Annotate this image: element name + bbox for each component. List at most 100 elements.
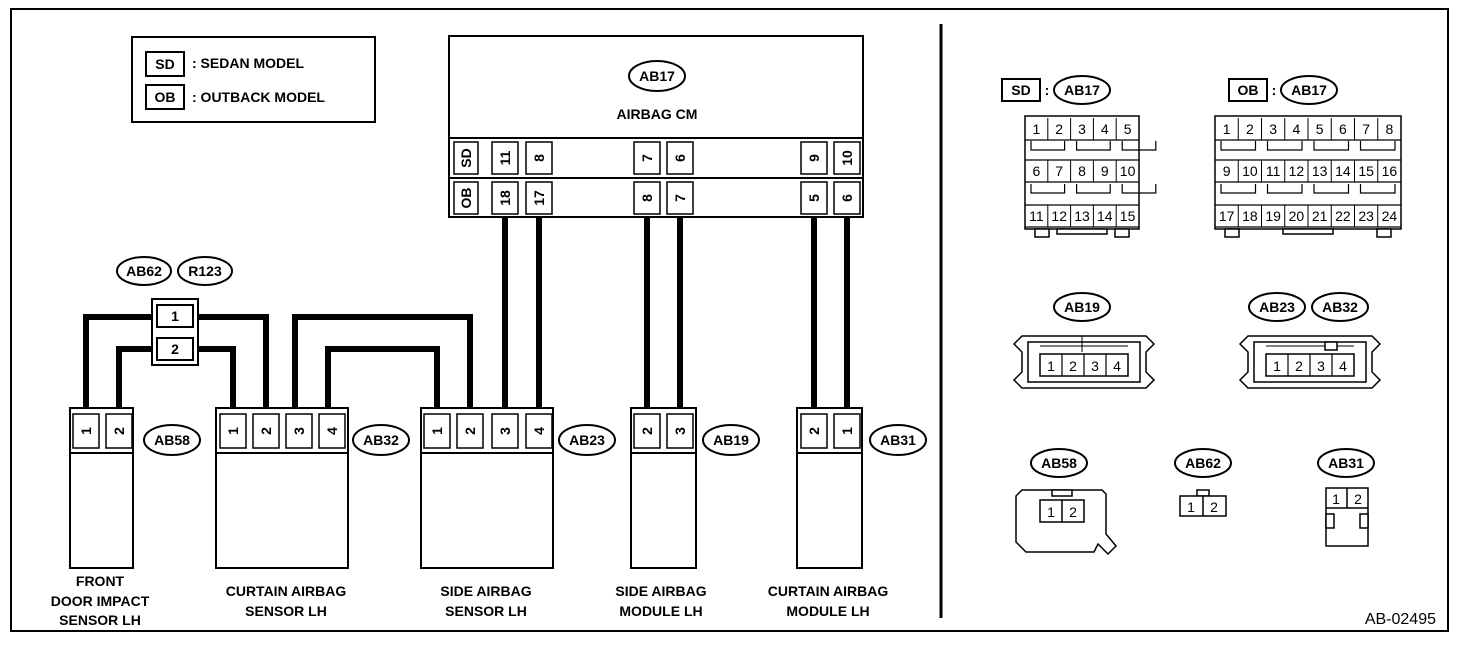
ob-grid-pin: 3 xyxy=(1269,121,1277,137)
sd-row-label: SD xyxy=(458,148,474,167)
legend-sd-text: : SEDAN MODEL xyxy=(192,55,304,71)
legend-sd-tag: SD xyxy=(155,56,174,72)
cm-ob-pin: 5 xyxy=(806,194,822,202)
wire-ab23-2-ab32-3 xyxy=(292,314,473,410)
sd-grid-pin: 5 xyxy=(1124,121,1132,137)
ob-grid-pin: 22 xyxy=(1335,208,1351,224)
legend-ob-tag: OB xyxy=(155,89,176,105)
view-sd-connector: AB17 xyxy=(1064,82,1100,98)
ob-grid-pin: 18 xyxy=(1242,208,1258,224)
ob-row-label: OB xyxy=(458,188,474,209)
view-ab23-connector: AB23 xyxy=(1259,299,1295,315)
ab19-face-pin: 3 xyxy=(1091,358,1099,374)
ab58-label-line: SENSOR LH xyxy=(59,612,141,628)
ob-grid-pin: 9 xyxy=(1223,163,1231,179)
ob-grid-pin: 1 xyxy=(1223,121,1231,137)
sd-grid-pin: 4 xyxy=(1101,121,1109,137)
legend-ob-tag-box xyxy=(145,84,185,110)
ab31-connector-id: AB31 xyxy=(880,432,916,448)
cm-sd-pin: 7 xyxy=(639,154,655,162)
ob-grid-pin: 10 xyxy=(1242,163,1258,179)
ab23_ab32-face-pin: 1 xyxy=(1273,358,1281,374)
ab32-pin: 2 xyxy=(258,427,274,435)
ab19-label-line: SIDE AIRBAG xyxy=(615,583,706,599)
ab58-pin: 1 xyxy=(78,427,94,435)
ab19-pin: 2 xyxy=(639,427,655,435)
joint-connector: AB62 R123 1 2 xyxy=(116,256,233,366)
joint-connector-r123: R123 xyxy=(188,263,222,279)
sd-grid-pin: 8 xyxy=(1078,163,1086,179)
ab23_ab32-face-pin: 4 xyxy=(1339,358,1347,374)
ab19-face-pin: 4 xyxy=(1113,358,1121,374)
wire-ab23-1-ab32-4 xyxy=(325,346,440,410)
ab19-pin: 3 xyxy=(672,427,688,435)
ab32-label-line: CURTAIN AIRBAG xyxy=(226,583,347,599)
ab31-label-line: CURTAIN AIRBAG xyxy=(768,583,889,599)
cm-ob-pin: 8 xyxy=(639,194,655,202)
ob-grid-pin: 17 xyxy=(1219,208,1235,224)
ab32-connector-id: AB32 xyxy=(363,432,399,448)
sd-grid-pin: 1 xyxy=(1033,121,1041,137)
cm-ob-pin: 7 xyxy=(672,194,688,202)
ob-grid-pin: 6 xyxy=(1339,121,1347,137)
legend: SD : SEDAN MODEL OB : OUTBACK MODEL xyxy=(131,36,376,123)
airbag-cm-connector: AB17 xyxy=(639,68,675,84)
ob-grid-pin: 14 xyxy=(1335,163,1351,179)
view-ab31-connector: AB31 xyxy=(1328,455,1364,471)
wire-joint-ab32-1 xyxy=(198,346,236,410)
ab58-connector-id: AB58 xyxy=(154,432,190,448)
view-sd-tag: SD xyxy=(1011,82,1030,98)
cm-sd-pin: 11 xyxy=(497,150,513,165)
ob-grid-pin: 16 xyxy=(1382,163,1398,179)
view-ob-sep: : xyxy=(1272,82,1277,98)
cm-ob-pin: 18 xyxy=(497,190,513,206)
ab32-pin: 1 xyxy=(225,427,241,435)
ab23-pin: 3 xyxy=(497,427,513,435)
legend-ob-text: : OUTBACK MODEL xyxy=(192,89,325,105)
ab31-pin: 2 xyxy=(806,427,822,435)
ab31-face-pin-1: 1 xyxy=(1332,491,1340,507)
airbag-cm-title: AIRBAG CM xyxy=(617,106,698,122)
ab23-connector-id: AB23 xyxy=(569,432,605,448)
ab23_ab32-face-pin: 3 xyxy=(1317,358,1325,374)
joint-connector-ab62: AB62 xyxy=(126,263,162,279)
ab58-pin: 2 xyxy=(111,427,127,435)
wires xyxy=(83,217,850,410)
ob-grid-pin: 4 xyxy=(1292,121,1300,137)
ab58-connector-face: 1 2 xyxy=(1015,489,1118,556)
ab58-face-pin-1: 1 xyxy=(1047,504,1055,520)
ab23-label-line: SIDE AIRBAG xyxy=(440,583,531,599)
ab62-face-pin-1: 1 xyxy=(1187,499,1195,515)
ob-grid-pin: 24 xyxy=(1382,208,1398,224)
sd-grid-pin: 13 xyxy=(1074,208,1090,224)
ab32-label-line: SENSOR LH xyxy=(245,603,327,619)
ab17-oval xyxy=(628,60,686,92)
joint-pin-2: 2 xyxy=(171,341,179,357)
view-ob-tag: OB xyxy=(1238,82,1259,98)
view-ab19-connector: AB19 xyxy=(1064,299,1100,315)
view-ab58-connector: AB58 xyxy=(1041,455,1077,471)
cm-sd-pin: 8 xyxy=(531,154,547,162)
ab31-label-line: MODULE LH xyxy=(786,603,869,619)
diagram-frame xyxy=(10,8,1449,632)
joint-pin-1: 1 xyxy=(171,308,179,324)
ab23_ab32-face-pin: 2 xyxy=(1295,358,1303,374)
ab19-label-line: MODULE LH xyxy=(619,603,702,619)
ab19-face-pin: 2 xyxy=(1069,358,1077,374)
sd-grid-pin: 12 xyxy=(1051,208,1067,224)
ob-grid-pin: 21 xyxy=(1312,208,1328,224)
cm-sd-pin: 9 xyxy=(806,154,822,162)
cm-sd-pin: 10 xyxy=(839,150,855,166)
ab19-face-pin: 1 xyxy=(1047,358,1055,374)
ab32-pin: 3 xyxy=(291,427,307,435)
ob-grid-pin: 20 xyxy=(1289,208,1305,224)
